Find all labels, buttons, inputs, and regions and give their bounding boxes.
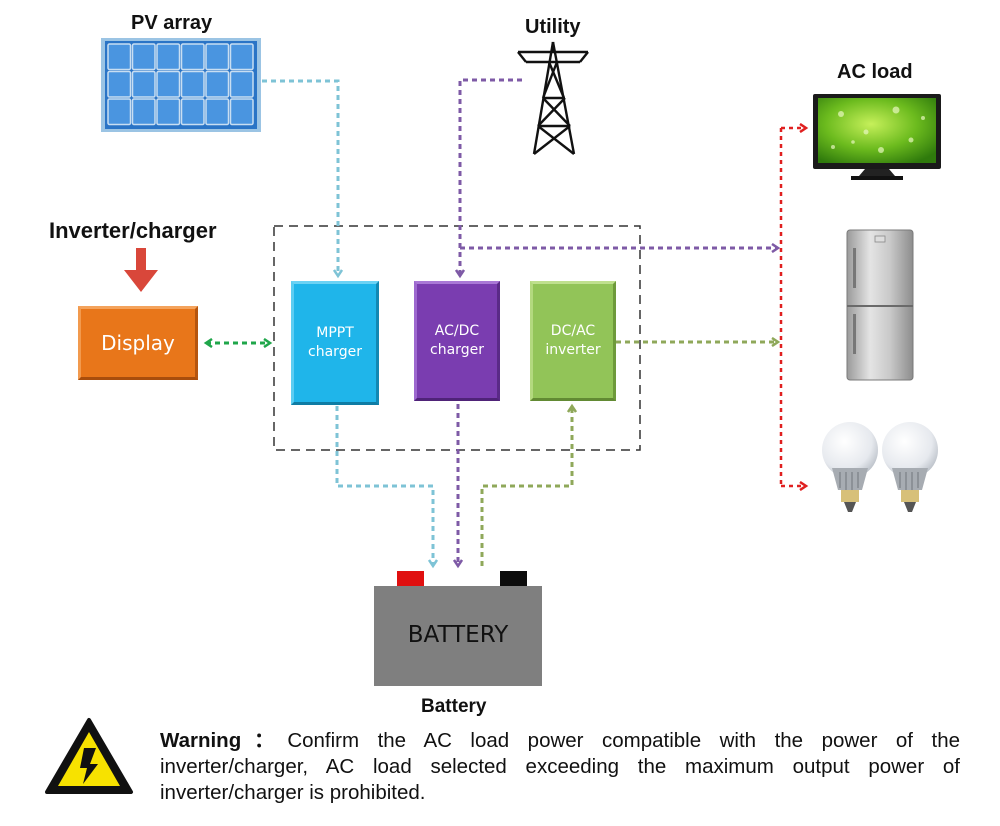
pv-array-icon [101,38,261,132]
pv-array-label: PV array [131,12,213,34]
solar-cell [107,70,132,98]
solar-cell [229,70,254,98]
pv-to-mppt-line [262,79,338,276]
warning-body: Confirm the AC load power compatible wit… [160,729,960,804]
solar-cell [180,98,205,126]
solar-cell [107,43,132,71]
warning-icon [45,718,133,794]
mppt-to-battery-line [335,406,433,566]
solar-cell [180,70,205,98]
warning-text: Warning：Confirm the AC load power compat… [160,728,960,806]
solar-cell [156,98,181,126]
solar-panel-icon [101,38,261,132]
solar-cell [180,43,205,71]
solar-cell [131,98,156,126]
mppt-line1: MPPT [316,325,354,342]
ac-load-label: AC load [837,61,913,83]
acdc-line2: charger [430,342,484,358]
light-bulbs-icon [822,422,938,512]
solar-cell [205,70,230,98]
warning-title: Warning： [160,729,288,752]
battery-negative-terminal [500,571,527,587]
battery-body: BATTERY [374,586,542,686]
display-block: Display [78,306,198,380]
solar-cell [107,98,132,126]
display-block-label: Display [101,330,175,355]
solar-cell [229,98,254,126]
utility-to-acdc-line [460,78,522,276]
dcac-line2: inverter [545,342,601,358]
mppt-line2: charger [308,344,362,360]
battery-body-label: BATTERY [407,622,509,649]
solar-cell [131,70,156,98]
solar-cell [156,70,181,98]
solar-cell [156,43,181,71]
battery-positive-terminal [397,571,424,587]
display-arrow-shaft [136,248,146,272]
tv-icon [813,94,941,180]
utility-tower-icon [517,41,589,155]
refrigerator-icon [846,229,914,381]
display-arrow-head [124,270,158,292]
solar-cell [205,98,230,126]
inverter-charger-label: Inverter/charger [49,218,217,243]
battery-label: Battery [421,696,487,717]
acdc-line1: AC/DC [434,323,480,340]
solar-cell [229,43,254,71]
dcac-line1: DC/AC [550,323,596,340]
solar-cell [131,43,156,71]
solar-cell [205,43,230,71]
utility-label: Utility [525,16,581,38]
dcac-inverter-block: DC/AC inverter [530,281,616,401]
acdc-charger-block: AC/DC charger [414,281,500,401]
battery-to-dcac-line [480,406,572,566]
mppt-charger-block: MPPT charger [291,281,379,405]
